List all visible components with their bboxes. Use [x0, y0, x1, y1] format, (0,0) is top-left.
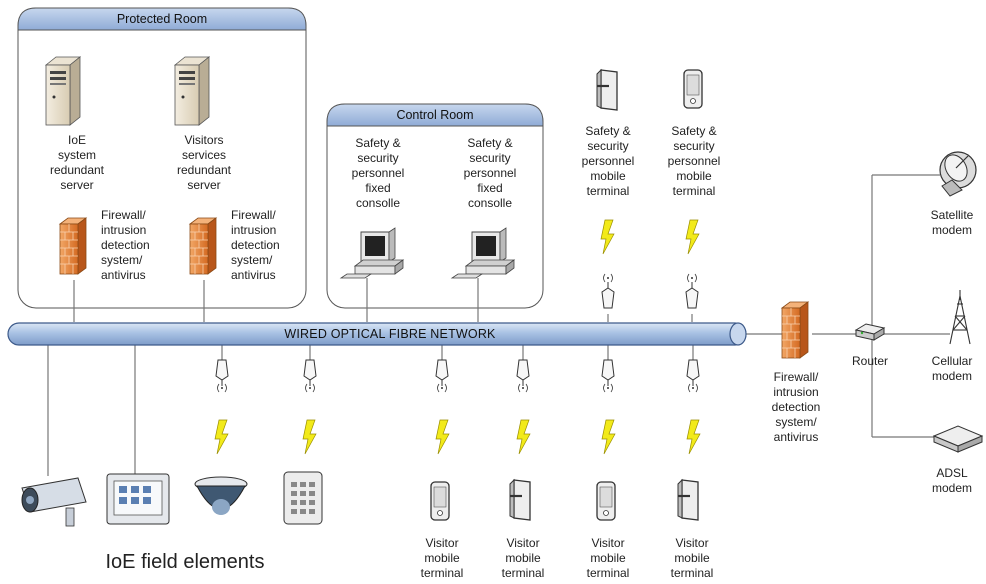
adsl-modem-icon [932, 425, 984, 453]
mobile-phone-icon [683, 69, 703, 109]
mobile-phone-icon [676, 478, 700, 522]
protected-room-title: Protected Room [116, 12, 208, 26]
server-icon [174, 56, 210, 126]
firewall-icon [189, 217, 217, 275]
satellite-dish-icon [939, 151, 977, 197]
mobile-phone-icon [430, 481, 450, 521]
wireless-link-icon [435, 419, 450, 455]
keypad-icon [283, 471, 323, 525]
access-point-icon [303, 359, 317, 393]
protected-room [17, 7, 307, 309]
access-point-icon [685, 273, 699, 309]
router-icon [854, 323, 886, 341]
server-icon [45, 56, 81, 126]
connection-lines [47, 174, 950, 476]
network-label: WIRED OPTICAL FIBRE NETWORK [284, 327, 496, 341]
wireless-link-icon [685, 219, 700, 255]
bullet-camera-icon [21, 477, 87, 527]
access-point-icon [435, 359, 449, 393]
router-label: Router [851, 354, 889, 368]
access-point-icon [601, 359, 615, 393]
wireless-link-icon [516, 419, 531, 455]
firewall-icon [59, 217, 87, 275]
wireless-link-icon [302, 419, 317, 455]
wireless-link-icon [214, 419, 229, 455]
wireless-link-icon [601, 419, 616, 455]
control-panel-icon [106, 473, 170, 525]
firewall-icon [781, 301, 809, 359]
mobile-phone-icon [595, 68, 619, 112]
field-elements-caption: IoE field elements [105, 551, 265, 573]
access-point-icon [686, 359, 700, 393]
cell-tower-icon [949, 290, 971, 345]
access-point-icon [215, 359, 229, 393]
wireless-link-icon [600, 219, 615, 255]
fibre-network-pipe [7, 322, 747, 346]
mobile-phone-icon [508, 478, 532, 522]
control-room-title: Control Room [396, 108, 474, 122]
mobile-phone-icon [596, 481, 616, 521]
access-point-icon [516, 359, 530, 393]
dome-camera-icon [194, 476, 248, 515]
wireless-link-icon [686, 419, 701, 455]
access-point-icon [601, 273, 615, 309]
